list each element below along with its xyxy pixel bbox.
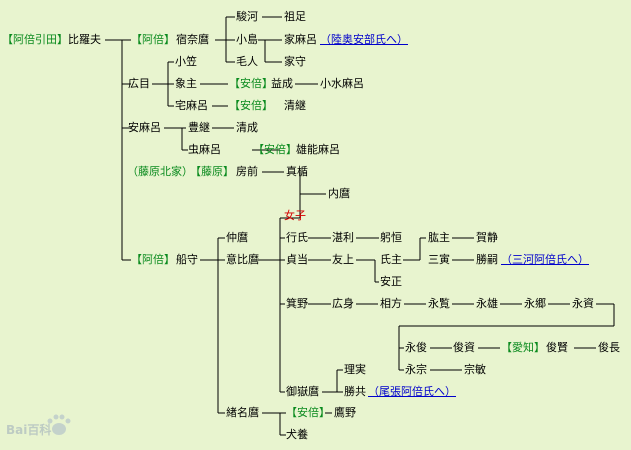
person-mitsune: 躬恒 bbox=[380, 231, 402, 244]
tag-abe4: 【安倍】 bbox=[253, 143, 297, 156]
person-nagasato: 永郷 bbox=[524, 297, 546, 310]
person-moromaro: 緖名麿 bbox=[226, 406, 259, 419]
person-eisou: 永宗 bbox=[405, 363, 427, 376]
person-ojima: 小島 bbox=[236, 33, 258, 46]
person-toshinaga: 俊長 bbox=[598, 341, 620, 354]
person-sango: 三寅 bbox=[428, 253, 450, 266]
link-owari-abe[interactable]: （尾張阿倍氏へ） bbox=[368, 385, 456, 398]
tag-abe6: 【安倍】 bbox=[286, 406, 330, 419]
person-toshikata: 俊賢 bbox=[546, 341, 568, 354]
person-mitakemaro: 御嶽麿 bbox=[286, 385, 319, 398]
person-munetoshi: 宗敏 bbox=[464, 363, 486, 376]
tag-abe3: 【安倍】 bbox=[229, 99, 273, 112]
person-funamori: 船守 bbox=[176, 253, 198, 266]
tag-abe5: 【阿倍】 bbox=[131, 253, 175, 266]
person-sukunamaro: 宿奈麿 bbox=[176, 33, 209, 46]
person-ujinushi: 氏主 bbox=[380, 253, 402, 266]
tag-fujiwara-hokke: （藤原北家） bbox=[127, 165, 193, 178]
tag-abe2: 【安倍】 bbox=[229, 77, 273, 90]
person-hiromi: 広身 bbox=[332, 297, 354, 310]
person-zoushu: 象主 bbox=[175, 77, 197, 90]
person-hirome: 広目 bbox=[128, 77, 150, 90]
person-kebito: 毛人 bbox=[236, 55, 258, 68]
person-kashizu: 賀静 bbox=[476, 231, 498, 244]
watermark-text: Bai百科 bbox=[6, 423, 52, 437]
person-sonushi: 肱主 bbox=[428, 231, 450, 244]
person-tanetoshi: 湛利 bbox=[332, 231, 354, 244]
person-katsutomo: 勝共 bbox=[344, 385, 366, 398]
person-nagami: 永覧 bbox=[428, 297, 450, 310]
person-sadanushi: 貞当 bbox=[286, 253, 308, 266]
person-suruga: 駿河 bbox=[236, 10, 258, 23]
person-hirafu: 比羅夫 bbox=[68, 33, 101, 46]
person-kiyotsugu: 清継 bbox=[284, 99, 306, 112]
person-ihimaro: 意比麿 bbox=[226, 253, 259, 266]
person-onomaro: 雄能麻呂 bbox=[296, 143, 340, 156]
person-yukiuji: 行氏 bbox=[286, 231, 308, 244]
person-kiyonari: 清成 bbox=[236, 121, 258, 134]
person-yasumasa: 安正 bbox=[380, 275, 402, 288]
person-masane: 理実 bbox=[344, 363, 366, 376]
person-matate: 真楯 bbox=[286, 165, 308, 178]
baike-watermark-logo: Bai百科 bbox=[2, 413, 112, 441]
tag-fujiwara: 【藤原】 bbox=[190, 165, 234, 178]
person-eiyu: 永雄 bbox=[476, 297, 498, 310]
link-mutsu-abe[interactable]: （陸奥安部氏へ） bbox=[320, 33, 408, 46]
person-omizumaro: 小水麻呂 bbox=[320, 77, 364, 90]
person-sotari: 祖足 bbox=[284, 10, 306, 23]
person-yasuno: 鷹野 bbox=[334, 406, 356, 419]
person-yasumaro: 安麻呂 bbox=[128, 121, 161, 134]
person-kogasa: 小笠 bbox=[175, 55, 197, 68]
person-fusasaki: 房前 bbox=[236, 165, 258, 178]
person-nagatoshi: 永俊 bbox=[405, 341, 427, 354]
link-mikawa-abe[interactable]: （三河阿倍氏へ） bbox=[501, 253, 589, 266]
person-nakamaro: 仲麿 bbox=[226, 231, 248, 244]
tag-abe: 【阿倍】 bbox=[131, 33, 175, 46]
person-toyotsugu: 豊継 bbox=[188, 121, 210, 134]
person-katsutsugu: 勝嗣 bbox=[476, 253, 498, 266]
person-uchimaro: 内麿 bbox=[328, 187, 350, 200]
tag-aichi: 【愛知】 bbox=[501, 341, 545, 354]
person-sukemichi: 相方 bbox=[380, 297, 402, 310]
person-miyano: 箕野 bbox=[286, 297, 308, 310]
person-iemaro: 家麻呂 bbox=[284, 33, 317, 46]
person-iemori: 家守 bbox=[284, 55, 306, 68]
person-yakamaro: 宅麻呂 bbox=[175, 99, 208, 112]
person-mushimaro: 虫麻呂 bbox=[188, 143, 221, 156]
person-nyoshi: 女子 bbox=[284, 209, 306, 222]
person-toshisuke: 俊資 bbox=[453, 341, 475, 354]
person-tomokami: 友上 bbox=[332, 253, 354, 266]
person-inukai: 犬養 bbox=[286, 428, 308, 441]
person-eishi: 永資 bbox=[572, 297, 594, 310]
person-masunari: 益成 bbox=[271, 77, 293, 90]
tag-abe-hikita: 【阿倍引田】 bbox=[2, 33, 68, 46]
